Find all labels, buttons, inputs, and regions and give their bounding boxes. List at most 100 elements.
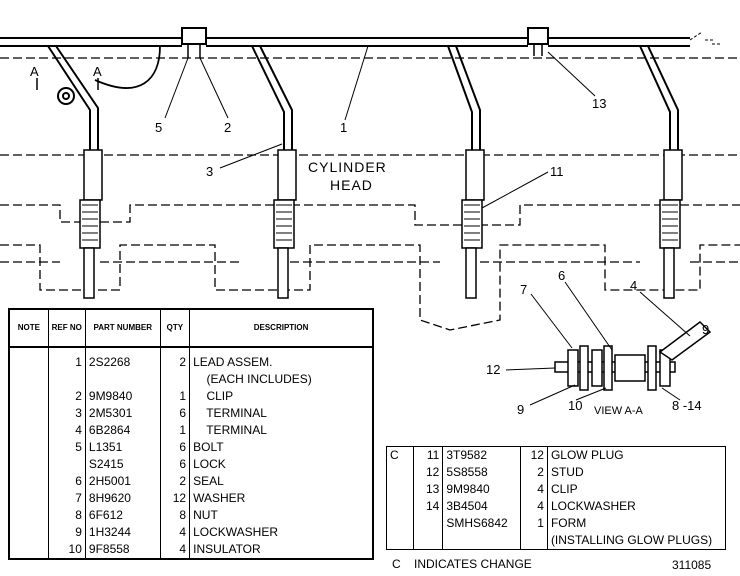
- cell-qty: 4: [520, 481, 548, 498]
- parts-list-table: NOTE REF NO PART NUMBER QTY DESCRIPTION …: [8, 308, 374, 560]
- cell-ref: 12: [413, 464, 444, 481]
- callout-7: 7: [520, 282, 527, 297]
- cell-qty: 6: [160, 405, 191, 422]
- callout-1: 1: [340, 120, 347, 135]
- cell-part: 9M9840: [85, 388, 161, 405]
- cell-note: [9, 405, 49, 422]
- cell-qty: 1: [520, 515, 548, 532]
- cell-part: SMHS6842: [442, 515, 521, 532]
- cell-desc: LOCKWASHER: [550, 499, 636, 513]
- header-part-number: PART NUMBER: [85, 309, 161, 348]
- callout-5: 5: [155, 120, 162, 135]
- section-marker-right: A: [93, 64, 102, 79]
- cell-qty: 12: [520, 446, 548, 464]
- cell-desc: CLIP: [550, 482, 578, 496]
- cell-ref: 13: [413, 481, 444, 498]
- cell-part: 9M9840: [442, 481, 521, 498]
- cell-qty: 12: [160, 490, 191, 507]
- cell-part: 1H3244: [85, 524, 161, 541]
- figure-id: 311085: [672, 558, 712, 572]
- cell-ref: [413, 515, 444, 532]
- cell-part: [85, 371, 161, 388]
- cell-note: [9, 524, 49, 541]
- cell-desc: INSULATOR: [193, 542, 261, 556]
- cell-note: [9, 541, 49, 559]
- cell-part: 3T9582: [442, 446, 521, 464]
- cell-ref: 2: [48, 388, 86, 405]
- cell-ref: [413, 532, 444, 550]
- cell-part: 5S8558: [442, 464, 521, 481]
- cell-part: L1351: [85, 439, 161, 456]
- cell-note: [9, 490, 49, 507]
- cell-part: 2M5301: [85, 405, 161, 422]
- cell-part: 3B4504: [442, 498, 521, 515]
- cell-ref: 3: [48, 405, 86, 422]
- header-note: NOTE: [9, 309, 49, 348]
- cell-note: [9, 439, 49, 456]
- cell-note: C: [386, 446, 415, 464]
- cell-part: 9F8558: [85, 541, 161, 559]
- cell-part: 8H9620: [85, 490, 161, 507]
- callout-3: 3: [206, 164, 213, 179]
- cell-ref: 14: [413, 498, 444, 515]
- header-description: DESCRIPTION: [189, 309, 373, 348]
- callout-10: 10: [568, 398, 582, 413]
- callout-11: 11: [550, 164, 564, 179]
- cell-part: S2415: [85, 456, 161, 473]
- cell-note: [386, 532, 415, 550]
- callout-9-upper: 9: [702, 322, 709, 337]
- cell-ref: [48, 456, 86, 473]
- cell-desc: LEAD ASSEM.: [193, 355, 273, 369]
- header-ref-no: REF NO: [48, 309, 86, 348]
- cell-note: [9, 347, 49, 371]
- cell-ref: 4: [48, 422, 86, 439]
- cell-qty: 4: [160, 541, 191, 559]
- cell-desc: CLIP: [193, 389, 234, 403]
- cell-ref: 6: [48, 473, 86, 490]
- cell-desc: WASHER: [193, 491, 246, 505]
- callout-2: 2: [224, 120, 231, 135]
- cell-desc: TERMINAL: [193, 423, 267, 437]
- cell-ref: [48, 371, 86, 388]
- cell-qty: 1: [160, 422, 191, 439]
- cell-note: [9, 371, 49, 388]
- table-row: (INSTALLING GLOW PLUGS): [386, 532, 726, 550]
- cell-qty: 2: [160, 347, 191, 371]
- section-marker-left: A: [30, 64, 39, 79]
- table-row: (EACH INCLUDES): [9, 371, 373, 388]
- cell-desc: (EACH INCLUDES): [193, 372, 312, 386]
- cell-desc: LOCK: [193, 457, 226, 471]
- cell-desc: BOLT: [193, 440, 224, 454]
- callout-13: 13: [592, 96, 606, 111]
- cell-desc: SEAL: [193, 474, 224, 488]
- cell-qty: 6: [160, 456, 191, 473]
- cell-qty: [520, 532, 548, 550]
- cell-ref: 10: [48, 541, 86, 559]
- cell-part: 6F612: [85, 507, 161, 524]
- cell-ref: 9: [48, 524, 86, 541]
- cell-qty: 2: [520, 464, 548, 481]
- cell-ref: 11: [413, 446, 444, 464]
- cell-part: 2H5001: [85, 473, 161, 490]
- cell-qty: 8: [160, 507, 191, 524]
- cell-note: [9, 473, 49, 490]
- cell-part: 6B2864: [85, 422, 161, 439]
- cell-part: [442, 532, 521, 550]
- cell-desc: TERMINAL: [193, 406, 267, 420]
